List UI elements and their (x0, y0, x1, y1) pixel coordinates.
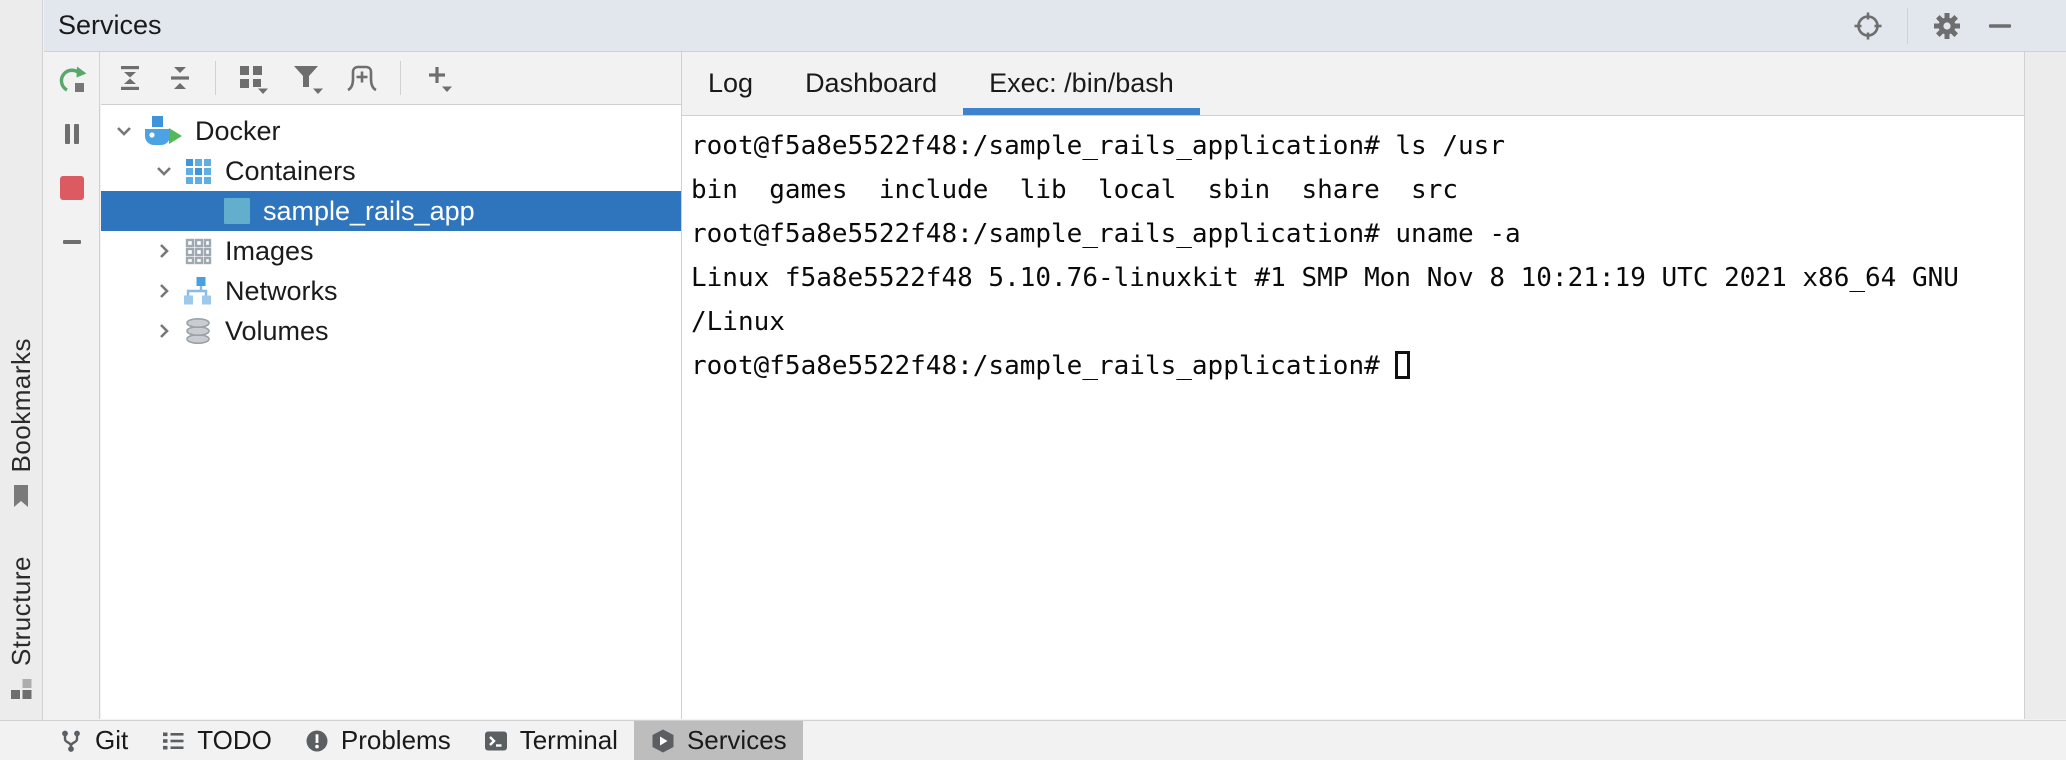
structure-label: Structure (5, 556, 36, 666)
volumes-icon (183, 316, 213, 346)
service-actions-toolbar (44, 52, 100, 719)
tree-toolbar (101, 52, 681, 105)
toolbar-separator (215, 61, 216, 95)
problems-icon (304, 728, 330, 754)
service-detail-panel: Log Dashboard Exec: /bin/bash root@f5a8e… (681, 52, 2024, 719)
active-tab-underline (963, 108, 1200, 115)
terminal-prompt: root@f5a8e5522f48:/sample_rails_applicat… (691, 351, 1396, 381)
page-title: Services (58, 10, 162, 40)
expand-all-icon[interactable] (115, 63, 145, 93)
tab-label: Exec: /bin/bash (989, 68, 1174, 98)
stop-icon[interactable] (57, 173, 87, 203)
hide-icon[interactable] (1986, 11, 2014, 41)
open-in-new-tab-icon[interactable] (344, 62, 380, 94)
services-tree: Docker Containers (101, 105, 681, 351)
tree-row-containers[interactable]: Containers (101, 151, 681, 191)
chevron-right-icon[interactable] (151, 238, 177, 264)
services-tree-panel: Docker Containers (101, 52, 681, 719)
tool-button-label: Services (686, 725, 787, 755)
tool-button-label: Git (95, 725, 129, 755)
tool-button-services[interactable]: Services (633, 721, 803, 760)
sidebar-item-bookmarks[interactable]: Bookmarks (0, 338, 42, 509)
left-tool-window-stripe: Bookmarks Structure (0, 0, 43, 760)
terminal-line: root@f5a8e5522f48:/sample_rails_applicat… (691, 131, 1505, 161)
tree-row-docker[interactable]: Docker (101, 111, 681, 151)
settings-icon[interactable] (1932, 11, 1962, 41)
tree-row-images[interactable]: Images (101, 231, 681, 271)
add-service-icon[interactable] (421, 62, 455, 94)
tree-label: Networks (225, 275, 338, 306)
tool-window-header: Services (44, 0, 2066, 52)
sidebar-item-structure[interactable]: Structure (0, 556, 42, 702)
tool-button-label: TODO (197, 725, 272, 755)
tab-label: Dashboard (805, 68, 938, 98)
terminal-line: Linux f5a8e5522f48 5.10.76-linuxkit #1 S… (691, 263, 1959, 293)
chevron-down-icon[interactable] (111, 118, 137, 144)
exec-terminal[interactable]: root@f5a8e5522f48:/sample_rails_applicat… (682, 116, 2024, 719)
tree-label: Images (225, 235, 314, 266)
detail-tabbar: Log Dashboard Exec: /bin/bash (682, 52, 2024, 116)
terminal-line: bin games include lib local sbin share s… (691, 175, 1459, 205)
right-tool-window-stripe (2024, 52, 2066, 719)
tool-button-problems[interactable]: Problems (288, 721, 467, 760)
terminal-cursor (1395, 351, 1411, 379)
containers-icon (183, 156, 213, 186)
chevron-right-icon[interactable] (151, 278, 177, 304)
tree-row-sample-rails-app[interactable]: sample_rails_app (101, 191, 681, 231)
terminal-icon (483, 728, 509, 754)
tool-button-label: Problems (340, 725, 451, 755)
tree-label: Containers (225, 155, 356, 186)
target-icon[interactable] (1853, 11, 1883, 41)
tree-label: Docker (195, 115, 281, 146)
tab-dashboard[interactable]: Dashboard (779, 52, 963, 115)
tab-exec-bin-bash[interactable]: Exec: /bin/bash (963, 52, 1200, 115)
container-icon (223, 197, 251, 225)
docker-icon (143, 115, 183, 147)
tree-row-volumes[interactable]: Volumes (101, 311, 681, 351)
bookmark-icon (8, 483, 34, 509)
bottom-tool-window-bar: Git TODO Problems (0, 720, 2066, 760)
chevron-right-icon[interactable] (151, 318, 177, 344)
terminal-line: /Linux (691, 307, 785, 337)
toolbar-separator (400, 61, 401, 95)
rerun-icon[interactable] (57, 65, 87, 95)
terminal-prompt-line: root@f5a8e5522f48:/sample_rails_applicat… (691, 344, 2016, 388)
header-separator (1907, 7, 1908, 44)
tool-button-terminal[interactable]: Terminal (467, 721, 634, 760)
tool-button-git[interactable]: Git (42, 721, 144, 760)
chevron-down-icon[interactable] (151, 158, 177, 184)
group-by-icon[interactable] (236, 62, 270, 94)
filter-icon[interactable] (290, 62, 324, 94)
todo-list-icon (160, 728, 186, 754)
tree-row-networks[interactable]: Networks (101, 271, 681, 311)
images-icon (183, 236, 213, 266)
tree-label: sample_rails_app (263, 195, 475, 226)
tool-button-label: Terminal (519, 725, 618, 755)
git-branch-icon (58, 728, 84, 754)
pause-icon[interactable] (57, 119, 87, 149)
terminal-line: root@f5a8e5522f48:/sample_rails_applicat… (691, 219, 1521, 249)
tab-label: Log (708, 68, 754, 98)
remove-icon[interactable] (57, 227, 87, 257)
services-icon (650, 728, 676, 754)
networks-icon (183, 276, 213, 306)
collapse-all-icon[interactable] (165, 63, 195, 93)
structure-icon (8, 676, 34, 702)
bookmarks-label: Bookmarks (5, 338, 36, 473)
tool-button-todo[interactable]: TODO (144, 721, 288, 760)
tab-log[interactable]: Log (682, 52, 779, 115)
header-actions (1853, 0, 2066, 51)
tree-label: Volumes (225, 315, 329, 346)
